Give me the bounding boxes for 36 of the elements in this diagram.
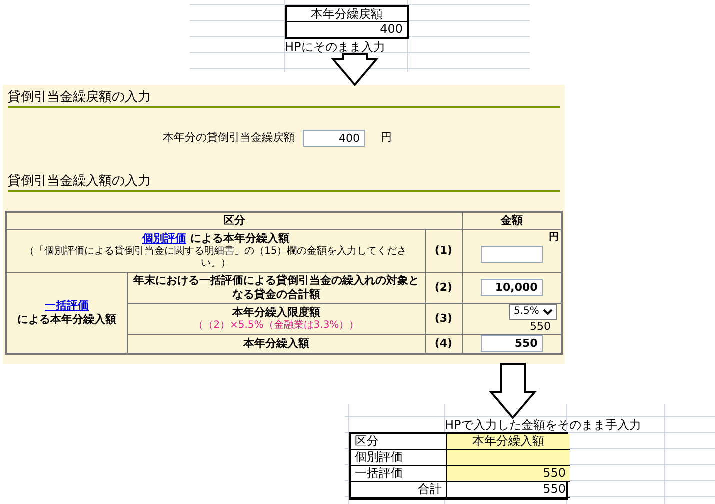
note-text: HPにそのまま入力 bbox=[285, 40, 386, 54]
row-label: による本年分繰入額 bbox=[16, 312, 118, 327]
field-label: 本年分の貸倒引当金繰戻額 bbox=[163, 130, 295, 146]
row-label: 本年分繰入限度額 bbox=[231, 306, 322, 320]
table-cell: 合計 bbox=[351, 482, 447, 498]
term-link: 個別評価 bbox=[142, 232, 186, 244]
row-number: (2) bbox=[434, 280, 453, 294]
amount-field: 550 bbox=[480, 335, 543, 352]
column-header: 区分 bbox=[223, 214, 246, 227]
row-note: （「個別評価による貸倒引当金に関する明細書」の（15）欄の金額を入力してください。） bbox=[23, 246, 408, 270]
row-number: (1) bbox=[434, 244, 453, 256]
formula-note: （（2）×5.5%（金融業は3.3%）） bbox=[192, 320, 360, 332]
unit-text: 円 bbox=[381, 130, 392, 146]
column-header: 本年分繰戻額 bbox=[287, 7, 407, 22]
block-arrow bbox=[330, 53, 380, 87]
table-cell: 550 bbox=[447, 466, 570, 482]
column-header: 金額 bbox=[500, 214, 523, 227]
row-number: (3) bbox=[434, 312, 453, 324]
note-text: HPで入力した金額をそのまま手入力 bbox=[444, 418, 642, 432]
row-number: (4) bbox=[434, 336, 453, 350]
row-label: による本年分繰入額 bbox=[190, 232, 290, 244]
unit-text: 円 bbox=[549, 230, 559, 244]
form-panel bbox=[3, 85, 565, 364]
term-link: 一括評価 bbox=[45, 298, 90, 312]
amount-field: 10,000 bbox=[480, 279, 543, 296]
block-arrow bbox=[488, 363, 538, 420]
amount-field: 400 bbox=[303, 130, 365, 147]
rate-select: 5.5% bbox=[509, 304, 557, 320]
value-cell-text: 400 bbox=[379, 22, 404, 37]
section-heading: 貸倒引当金繰戻額の入力 bbox=[8, 89, 560, 108]
computed-value: 550 bbox=[529, 320, 552, 334]
row-label: 本年分繰入額 bbox=[243, 336, 310, 350]
table-cell: 本年分繰入額 bbox=[447, 434, 570, 450]
section-heading: 貸倒引当金繰入額の入力 bbox=[8, 173, 560, 192]
row-label: 年末における一括評価による貸倒引当金の繰入れの対象となる貸金の合計額 bbox=[133, 274, 420, 300]
table-cell: 550 bbox=[447, 482, 570, 498]
